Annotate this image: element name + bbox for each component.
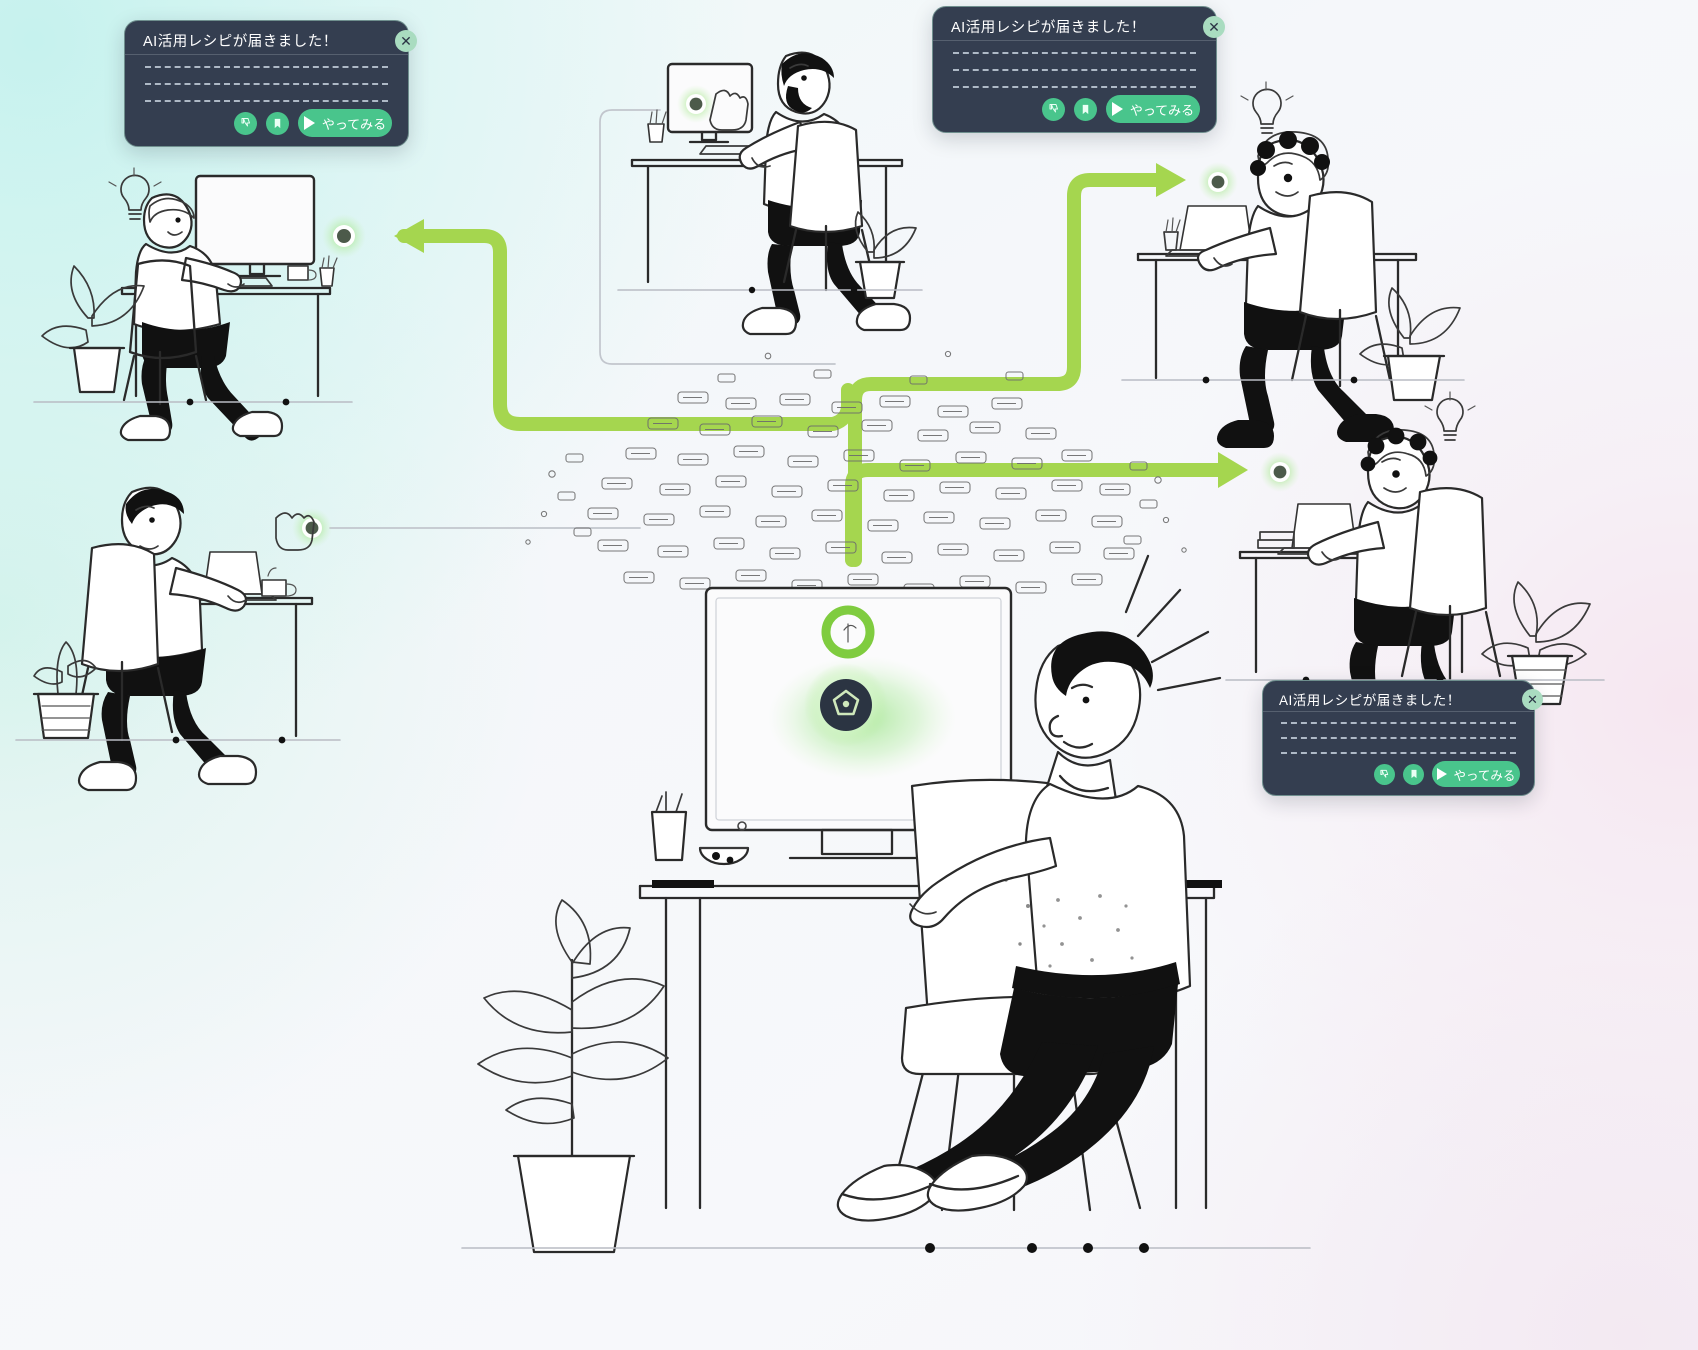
placeholder-line xyxy=(953,86,1196,88)
try-it-button[interactable]: やってみる xyxy=(1106,95,1200,123)
placeholder-line xyxy=(145,83,388,85)
close-icon[interactable]: ✕ xyxy=(395,30,417,52)
bookmark-icon[interactable] xyxy=(1403,763,1424,785)
placeholder-line xyxy=(1281,737,1516,739)
try-it-button[interactable]: やってみる xyxy=(1432,761,1520,787)
worker-mid-left xyxy=(15,486,341,792)
ai-hub[interactable] xyxy=(768,605,956,780)
ai-badge-icon xyxy=(832,689,860,716)
motion-lines xyxy=(1124,554,1222,692)
lightbulb-icon xyxy=(108,167,162,220)
bookmark-icon[interactable] xyxy=(1074,97,1097,121)
flow-to-top-left xyxy=(394,219,855,431)
placeholder-line xyxy=(1281,722,1516,724)
bookmark-icon[interactable] xyxy=(266,111,289,135)
card-body xyxy=(933,41,1216,88)
notification-card-top-left[interactable]: AI活用レシピが届きました！ やってみる ✕ xyxy=(124,20,417,147)
worker-top-right xyxy=(1121,81,1465,448)
close-icon[interactable]: ✕ xyxy=(1522,689,1543,710)
notification-card-bottom-right[interactable]: AI活用レシピが届きました！ やってみる ✕ xyxy=(1262,680,1543,796)
flow-marker-mid-left xyxy=(275,508,332,551)
placeholder-line xyxy=(1281,752,1516,754)
placeholder-line xyxy=(953,69,1196,71)
try-it-label: やってみる xyxy=(1453,768,1516,783)
card-actions: やってみる xyxy=(234,109,392,137)
try-it-label: やってみる xyxy=(321,116,387,132)
placeholder-line xyxy=(953,52,1196,54)
lightbulb-icon xyxy=(1240,81,1294,134)
thumbs-down-icon[interactable] xyxy=(1042,97,1065,121)
play-triangle-icon xyxy=(303,116,315,130)
play-triangle-icon xyxy=(1111,102,1123,116)
notification-card-top-right[interactable]: AI活用レシピが届きました！ やってみる ✕ xyxy=(932,6,1225,133)
card-title: AI活用レシピが届きました！ xyxy=(933,7,1216,41)
flow-marker-top-right xyxy=(1198,162,1238,202)
lightbulb-icon xyxy=(1424,391,1476,441)
worker-top-center xyxy=(617,51,923,336)
thumbs-down-icon[interactable] xyxy=(1374,763,1395,785)
placeholder-line xyxy=(145,100,388,102)
worker-top-left xyxy=(33,167,366,442)
try-it-button[interactable]: やってみる xyxy=(298,109,392,137)
chat-bubble-cloud xyxy=(525,350,1187,720)
card-title: AI活用レシピが届きました！ xyxy=(125,21,408,55)
play-triangle-icon xyxy=(1436,768,1447,780)
card-actions: やってみる xyxy=(1042,95,1200,123)
flow-to-top-right xyxy=(848,163,1186,567)
card-title: AI活用レシピが届きました！ xyxy=(1263,681,1534,712)
card-body xyxy=(1263,712,1534,754)
thumbs-down-icon[interactable] xyxy=(234,111,257,135)
plant-main xyxy=(477,899,669,1254)
try-it-label: やってみる xyxy=(1129,102,1195,118)
guide-line-top-center xyxy=(599,109,836,365)
placeholder-line xyxy=(145,66,388,68)
worker-main xyxy=(461,554,1311,1254)
card-actions: やってみる xyxy=(1374,761,1520,787)
flow-marker-top-left xyxy=(322,214,366,258)
flow-marker-mid-right xyxy=(1260,452,1300,492)
close-icon[interactable]: ✕ xyxy=(1203,16,1225,38)
card-body xyxy=(125,55,408,102)
